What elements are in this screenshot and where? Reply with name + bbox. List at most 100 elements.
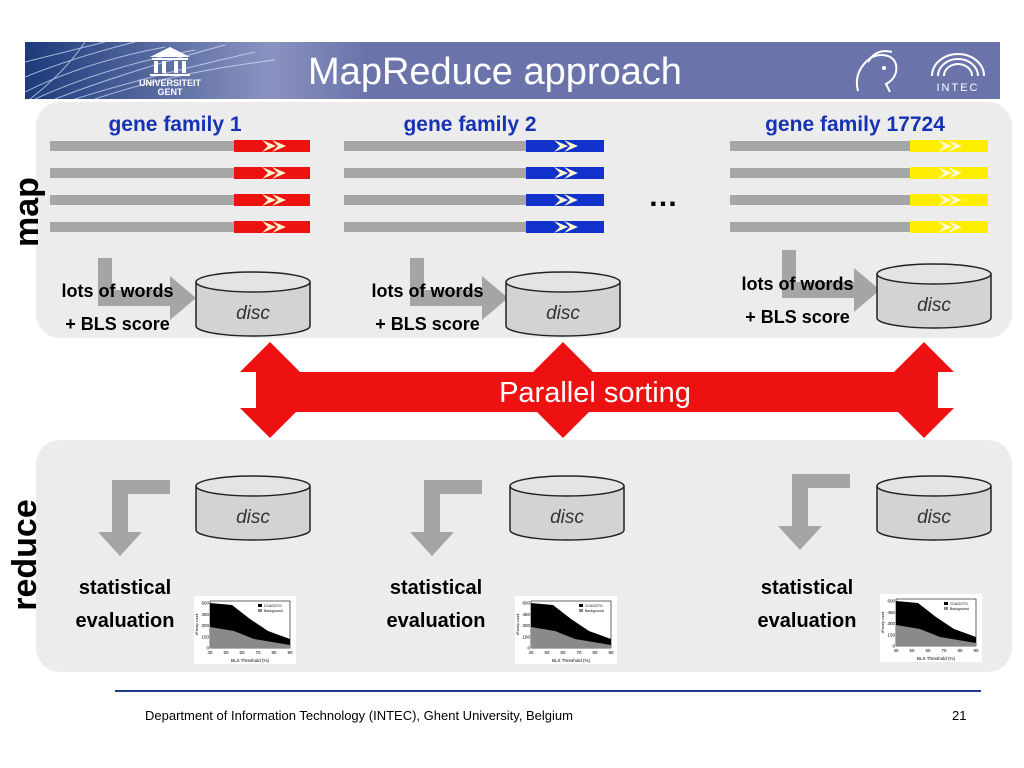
mini-chart-xtick: 40 (207, 650, 213, 655)
gene-bar (344, 221, 604, 233)
mini-chart-xtick: 80 (271, 650, 277, 655)
stat-label-3: statistical evaluation (737, 572, 877, 638)
gene-bar (730, 140, 988, 152)
stat-line2: evaluation (75, 610, 175, 632)
gene-bar (50, 167, 310, 179)
words-line1: lots of words (61, 281, 174, 301)
mini-chart-background-area (210, 627, 290, 648)
mini-chart-xtick: 40 (893, 648, 899, 653)
mini-chart-xtick: 40 (528, 650, 534, 655)
mini-chart-xtick: 50 (909, 648, 915, 653)
mini-chart-legend-label: Background (585, 609, 604, 613)
stat-label-2: statistical evaluation (366, 572, 506, 638)
mini-chart-xlabel: BLS Threshold (%) (917, 656, 955, 661)
disc-label: disc (546, 303, 580, 324)
gene-bar (344, 167, 604, 179)
mini-chart-xtick: 70 (576, 650, 582, 655)
mini-chart-legend-swatch (944, 602, 948, 605)
mini-chart-legend-label: Background (264, 609, 283, 613)
reduce-label: reduce (6, 499, 44, 611)
disc-label: disc (917, 295, 951, 316)
mini-chart-background-area (896, 625, 976, 646)
parallel-sorting-label: Parallel sorting (499, 377, 691, 409)
mini-chart-legend-swatch (258, 609, 262, 612)
mini-chart-ytick: 0 (892, 644, 895, 649)
reduce-arrow-1 (98, 480, 170, 556)
slide-title: MapReduce approach (308, 51, 682, 93)
gene-bars-family-2 (344, 140, 604, 233)
mini-chart-ytick: 600 (887, 599, 895, 604)
logo-line2: GENT (157, 87, 183, 97)
mini-chart-xtick: 60 (239, 650, 245, 655)
mini-chart-legend-label: Background (950, 607, 969, 611)
reduce-arrow-3 (778, 474, 850, 550)
stat-line1: statistical (78, 577, 172, 599)
mini-chart-ylabel: #Family count (881, 612, 885, 634)
footer-text: Department of Information Technology (IN… (145, 708, 573, 723)
stat-label-1: statistical evaluation (55, 572, 195, 638)
mini-chart-xlabel: BLS Threshold (%) (231, 658, 269, 663)
mini-chart-ytick: 450 (201, 612, 209, 617)
disc-icon: disc (509, 475, 625, 541)
disc-icon: disc (876, 263, 992, 329)
mini-chart-ytick: 600 (201, 601, 209, 606)
words-label-3: lots of words + BLS score (720, 268, 875, 334)
mini-chart-legend-swatch (944, 607, 948, 610)
mini-chart-legend-label: CCAGGTG (585, 604, 603, 608)
mini-chart-ytick: 600 (522, 601, 530, 606)
mini-chart-xtick: 80 (957, 648, 963, 653)
words-line1: lots of words (741, 274, 854, 294)
mini-chart-legend-swatch (579, 609, 583, 612)
disc-label: disc (236, 303, 270, 324)
disc-label: disc (236, 507, 270, 528)
mini-chart-ytick: 450 (522, 612, 530, 617)
gene-bars-family-3 (730, 140, 988, 233)
footer-divider (115, 690, 981, 692)
mini-chart-xtick: 80 (592, 650, 598, 655)
disc-icon: disc (505, 271, 621, 337)
gene-bar (50, 140, 310, 152)
mini-chart-legend-swatch (258, 604, 262, 607)
mini-chart-ytick: 150 (201, 634, 209, 639)
stat-line2: evaluation (757, 610, 857, 632)
gene-bar (730, 194, 988, 206)
logo-line1: UNIVERSITEIT (139, 78, 202, 88)
mini-chart-xtick: 60 (925, 648, 931, 653)
gene-bar (730, 221, 988, 233)
gene-bars-family-1 (50, 140, 310, 233)
page-number: 21 (952, 708, 967, 723)
mini-chart-xtick: 70 (255, 650, 261, 655)
mini-chart-ytick: 300 (201, 623, 209, 628)
map-arrow-3 (782, 250, 880, 312)
mini-chart-ylabel: #Family count (195, 614, 199, 636)
mini-chart-ytick: 150 (522, 634, 530, 639)
disc-label: disc (550, 507, 584, 528)
disc-icon: disc (195, 271, 311, 337)
stat-line1: statistical (389, 577, 483, 599)
family-title-3: gene family 17724 (765, 113, 945, 136)
mini-chart-ytick: 0 (527, 646, 530, 651)
mini-chart-xtick: 90 (973, 648, 979, 653)
university-logo: UNIVERSITEIT GENT (130, 45, 210, 97)
disc-label: disc (917, 507, 951, 528)
ellipsis: … (648, 180, 678, 213)
mini-chart-legend-label: CCAGGTG (950, 602, 968, 606)
mini-chart-ytick: 300 (522, 623, 530, 628)
map-arrow-1 (98, 258, 196, 320)
mini-chart-xlabel: BLS Threshold (%) (552, 658, 590, 663)
intec-logo: INTEC (922, 46, 994, 96)
gene-bar (50, 194, 310, 206)
intec-text: INTEC (937, 82, 980, 94)
gene-bar (344, 194, 604, 206)
map-arrow-2 (410, 258, 508, 320)
mini-chart-xtick: 90 (287, 650, 293, 655)
parallel-sorting-arrows (240, 342, 954, 438)
words-label-1: lots of words + BLS score (40, 275, 195, 341)
mini-chart-legend-label: CCAGGTG (264, 604, 282, 608)
family-title-2: gene family 2 (403, 113, 537, 136)
mini-chart-ytick: 0 (206, 646, 209, 651)
disc-icon: disc (195, 475, 311, 541)
